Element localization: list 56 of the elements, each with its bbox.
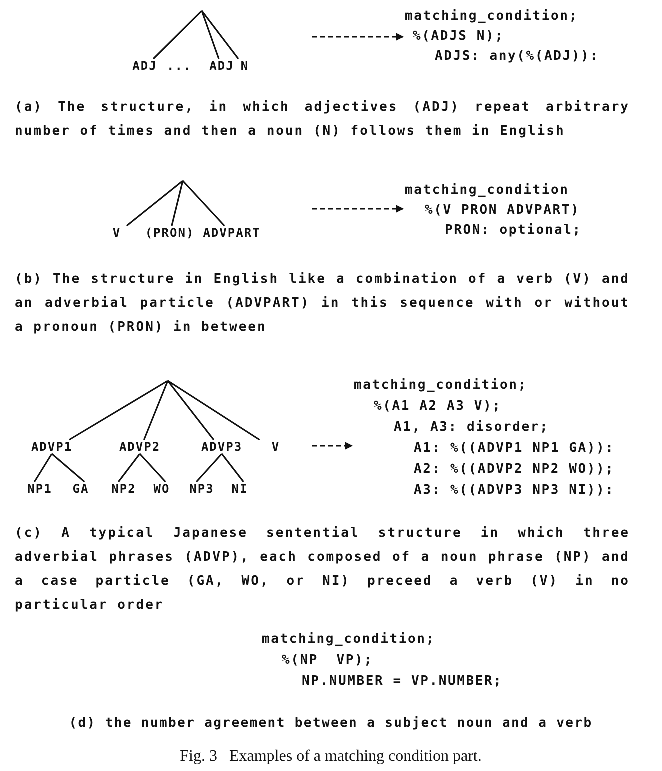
tree-branch — [51, 453, 86, 483]
tree-branch — [201, 10, 240, 60]
code-line: %(ADJS N); — [413, 28, 504, 46]
tree-label: ADVP2 — [118, 440, 162, 454]
subfigure-caption: (d) the number agreement between a subject noun and a verb — [68, 716, 594, 731]
tree-branch — [196, 453, 223, 483]
tree-branch — [168, 380, 260, 441]
code-line: A1, A3: disorder; — [394, 419, 550, 437]
code-line: A2: %((ADVP2 NP2 WO)); — [414, 461, 615, 479]
code-line: PRON: optional; — [445, 222, 582, 240]
subfigure-caption: (c) A typical Japanese sentential structure in which three adverbial phrases (ADVP), each composed of a noun phrase (NP) and a case particle (GA, WO, or NI) preceed a verb (V) in no particular order — [15, 525, 630, 615]
tree-branch — [68, 380, 168, 441]
tree-branch — [182, 180, 226, 227]
tree-branch — [171, 180, 184, 226]
code-line: %(NP VP); — [282, 653, 374, 668]
code-line: NP.NUMBER = VP.NUMBER; — [302, 674, 503, 689]
tree-label: (PRON) — [144, 226, 196, 240]
tree-branch — [143, 380, 169, 440]
code-line: matching_condition; — [262, 632, 436, 647]
tree-branch — [34, 454, 53, 482]
tree-label: ADVP3 — [200, 440, 244, 454]
tree-branch — [221, 454, 244, 482]
code-line: A1: %((ADVP1 NP1 GA)): — [414, 440, 615, 458]
tree-branch — [118, 454, 141, 482]
tree-label: V — [112, 226, 122, 240]
arrow — [312, 205, 404, 213]
code-line: %(V PRON ADVPART) — [425, 202, 580, 220]
tree-label: NI — [230, 482, 250, 496]
arrow — [312, 442, 353, 450]
tree-branch — [167, 380, 215, 440]
tree-label: GA — [72, 482, 90, 496]
ellipsis-text: ... — [167, 59, 192, 73]
code-line: A3: %((ADVP3 NP3 NI)): — [414, 482, 615, 500]
arrow — [312, 33, 404, 41]
tree-label: WO — [152, 482, 172, 496]
tree-label: ADVP1 — [30, 440, 74, 454]
tree-label: ADJ — [208, 59, 236, 73]
subfigure-caption: (a) The structure, in which adjectives (ADJ) repeat arbitrary number of times and then a noun (N) follows them in English — [15, 99, 630, 141]
tree-label: ADJ — [132, 59, 158, 73]
tree-branch — [152, 10, 203, 60]
tree-label: V — [270, 440, 282, 454]
tree-branch — [139, 453, 166, 483]
tree-branch — [201, 10, 220, 60]
code-line: matching_condition — [405, 182, 570, 200]
code-line: %(A1 A2 A3 V); — [374, 398, 502, 416]
code-line: ADJS: any(%(ADJ)): — [435, 48, 600, 66]
tree-branch — [126, 180, 184, 227]
figure-caption: Fig. 3 Examples of a matching condition part. — [179, 748, 483, 766]
code-line: matching_condition; — [354, 377, 528, 395]
tree-label: NP2 — [110, 482, 138, 496]
tree-label: ADVPART — [202, 226, 262, 240]
tree-label: NP1 — [26, 482, 54, 496]
subfigure-caption: (b) The structure in English like a combination of a verb (V) and an adverbial particle (ADVPART) in this sequence with or without a pronoun (PRON) in between — [15, 271, 630, 337]
tree-label: N — [240, 59, 250, 73]
tree-label: NP3 — [188, 482, 216, 496]
code-line: matching_condition; — [405, 8, 578, 26]
